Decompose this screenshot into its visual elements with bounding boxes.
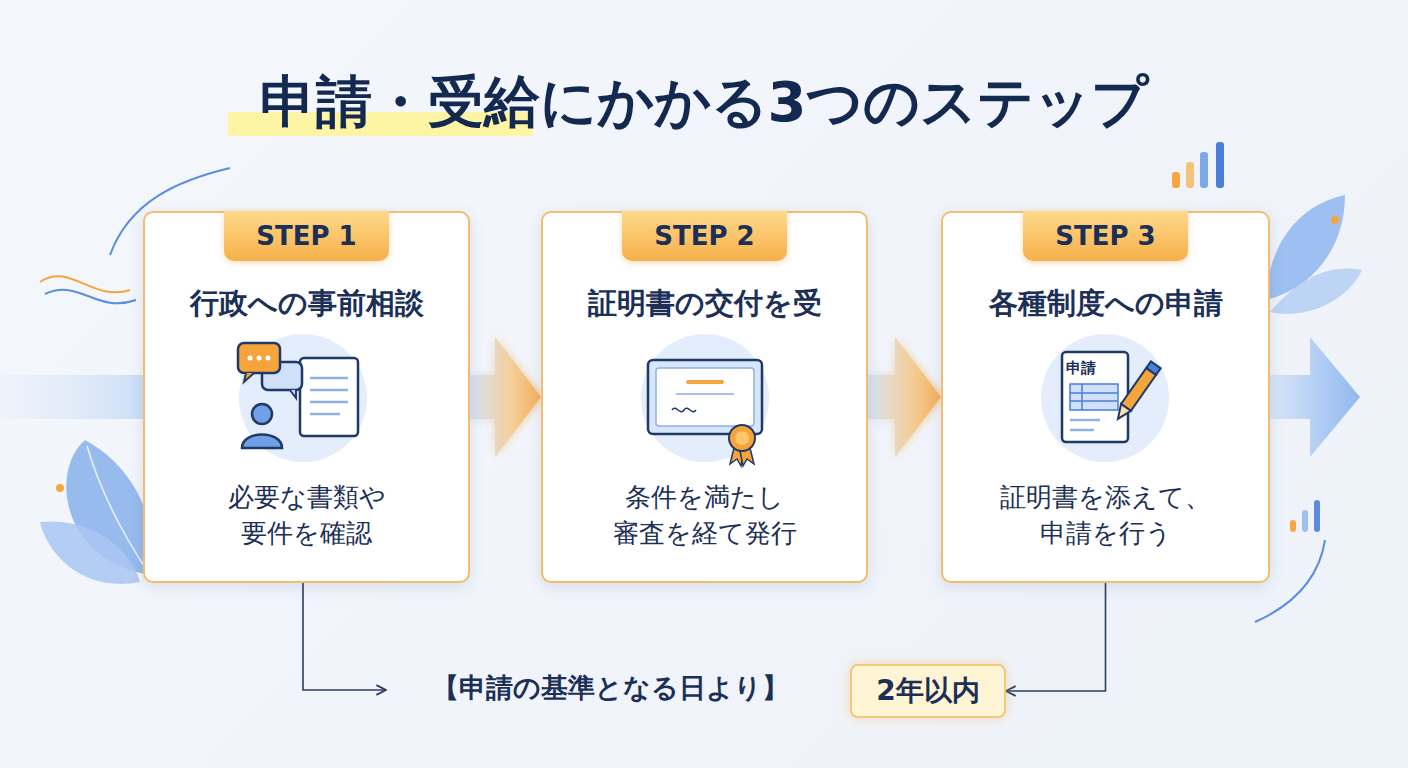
- chat-bubble: [262, 362, 302, 390]
- step-badge: STEP 3: [1023, 211, 1188, 261]
- decor-bar: [1314, 500, 1320, 532]
- chat-dot: [266, 356, 271, 361]
- document-line: [310, 413, 340, 416]
- step-number: STEP 3: [1055, 219, 1155, 253]
- icon-circle: [1041, 334, 1169, 462]
- document-shape: [300, 358, 358, 436]
- consultation-icon: [238, 334, 367, 462]
- certificate-line: [676, 393, 734, 395]
- flow-arrow: [470, 337, 541, 457]
- signature: [672, 408, 696, 411]
- flow-arrow: [868, 337, 941, 457]
- step-number: STEP 1: [256, 219, 356, 253]
- certificate-paper: [656, 368, 754, 426]
- chat-bubble-tail: [290, 390, 296, 398]
- period-leader-line: [303, 583, 386, 690]
- pencil-body: [1121, 368, 1156, 411]
- chat-bubble-tail: [244, 373, 254, 382]
- pencil-tip: [1113, 404, 1131, 422]
- step-heading: 行政への事前相談: [166, 283, 447, 323]
- decor-swirl: [40, 276, 130, 292]
- diagram-title: 申請・受給にかかる3つのステップ: [0, 66, 1408, 138]
- document-line: [310, 401, 348, 404]
- form-document: [1062, 352, 1128, 442]
- document-line: [310, 389, 348, 392]
- certificate-line: [688, 380, 722, 384]
- pencil: [1113, 361, 1161, 422]
- application-icon: [1041, 334, 1169, 462]
- step-box: 行政への事前相談必要な書類や 要件を確認 STEP 1: [143, 211, 470, 583]
- form-table-line: [1070, 392, 1118, 394]
- document-line: [310, 377, 348, 380]
- decor-dot: [56, 484, 64, 492]
- medal-center: [735, 431, 749, 445]
- step-badge: STEP 2: [622, 211, 787, 261]
- step-description: 必要な書類や 要件を確認: [166, 479, 447, 551]
- chat-dot: [248, 356, 253, 361]
- form-table: [1070, 384, 1118, 410]
- certificate-frame: [648, 360, 762, 434]
- medal-ribbon: [730, 444, 745, 466]
- decor-bar: [1290, 520, 1296, 532]
- flow-arrow-tail: [1268, 337, 1360, 457]
- chat-bubble: [238, 343, 280, 373]
- step-description: 証明書を添えて、 申請を行う: [964, 479, 1247, 551]
- certificate-icon: [641, 334, 769, 466]
- step-description: 条件を満たし 審査を経て発行: [564, 479, 845, 551]
- form-table-line: [1081, 384, 1083, 410]
- icon-circle: [641, 334, 769, 462]
- step-heading: 各種制度への申請: [964, 283, 1247, 323]
- decor-swirl: [45, 290, 136, 303]
- period-connector: [1006, 583, 1106, 691]
- person-head: [252, 404, 272, 424]
- decor-leaf: [40, 521, 140, 583]
- icon-circle: [239, 334, 367, 462]
- decor-dot: [1331, 216, 1339, 224]
- period-label: 【申請の基準となる日より】: [385, 670, 835, 705]
- form-table-line: [1070, 400, 1118, 402]
- person-body: [242, 435, 282, 449]
- medal-ribbon: [739, 444, 754, 466]
- form-line: [1070, 419, 1100, 422]
- chat-dot: [257, 356, 262, 361]
- duration-box: 2年以内: [850, 664, 1006, 718]
- decor-bar: [1186, 162, 1194, 188]
- pencil-eraser: [1146, 361, 1160, 374]
- decor-leaf: [1270, 269, 1362, 314]
- step-box: 証明書の交付を受条件を満たし 審査を経て発行 STEP 2: [541, 211, 868, 583]
- step-heading: 証明書の交付を受: [564, 283, 845, 323]
- decor-bar: [1216, 142, 1224, 188]
- decor-bar: [1200, 152, 1208, 188]
- form-line: [1070, 429, 1094, 432]
- decor-bar: [1172, 172, 1180, 188]
- step-number: STEP 2: [654, 219, 754, 253]
- flow-band: [0, 375, 145, 419]
- step-box: 各種制度への申請証明書を添えて、 申請を行う STEP 3: [941, 211, 1270, 583]
- medal: [729, 425, 755, 451]
- duration-text: 2年以内: [876, 673, 979, 709]
- decor-bar: [1302, 510, 1308, 532]
- step-badge: STEP 1: [224, 211, 389, 261]
